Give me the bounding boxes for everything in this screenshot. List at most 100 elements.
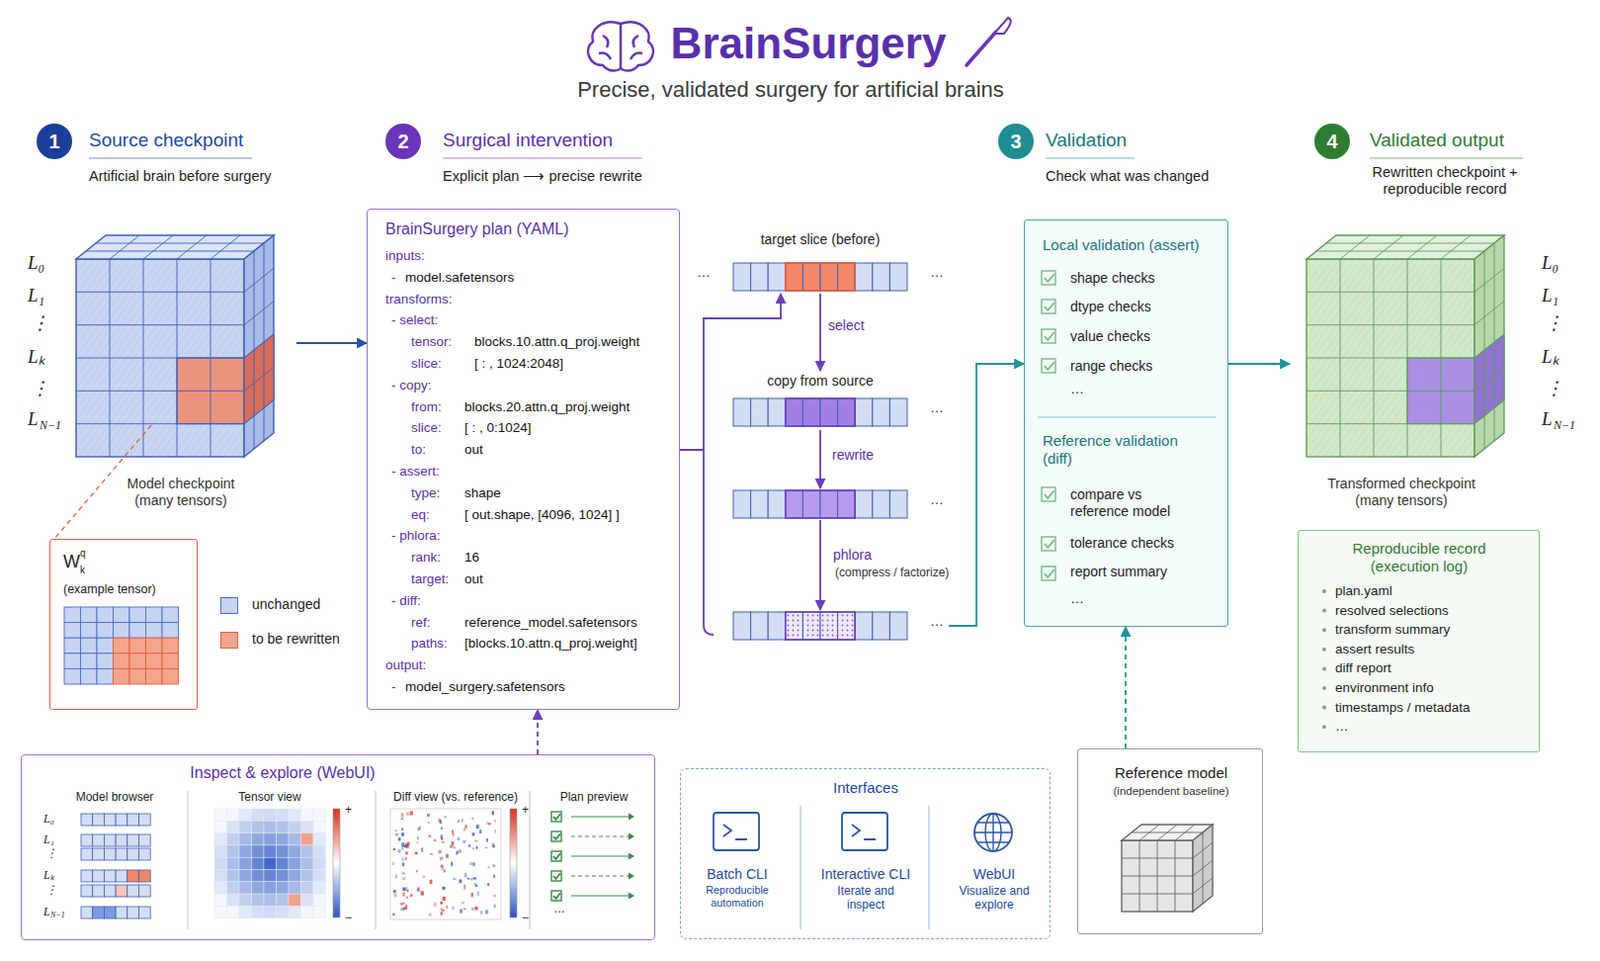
heatmap-cell [227, 905, 241, 918]
tensor-cell [129, 668, 147, 684]
heatmap-cell [227, 808, 241, 821]
tensor-cell [81, 834, 93, 846]
diff-mark [422, 875, 425, 878]
diff-mark [474, 882, 478, 885]
tensor-cell [139, 834, 152, 846]
heatmap-cell [301, 869, 315, 882]
scalpel-icon [966, 31, 997, 66]
tensor-cell [115, 834, 128, 846]
diff-mark [440, 912, 443, 916]
node-text: Model checkpoint (many tensors) [106, 475, 255, 509]
diff-mark [471, 892, 474, 897]
diff-mark [468, 843, 471, 847]
diff-mark [403, 907, 407, 911]
tensor-cell [96, 653, 114, 670]
diff-mark [416, 869, 419, 872]
heatmap-cell [227, 844, 241, 857]
label: Lₖ [43, 867, 55, 882]
node-text: - copy: [391, 377, 432, 394]
tensor-cell [113, 653, 131, 670]
node-text: Interfaces [833, 778, 899, 797]
tensor-cell [751, 611, 769, 640]
diff-mark [393, 889, 397, 893]
label: … [553, 901, 566, 916]
tensor-cell [127, 869, 140, 882]
preview-arrow [571, 815, 629, 817]
diff-mark [474, 840, 478, 843]
diff-mark [410, 893, 414, 897]
heatmap-cell [227, 820, 241, 833]
label: − [521, 910, 529, 925]
diff-mark [485, 909, 489, 914]
label: L₁ [43, 832, 55, 846]
globe-icon [974, 813, 1012, 851]
tensor-cell [820, 262, 839, 291]
diff-mark [441, 886, 445, 890]
diff-mark [488, 822, 492, 825]
header-underline [442, 157, 643, 159]
connector [819, 519, 822, 610]
tensor-cell [64, 622, 82, 639]
label: L [43, 904, 51, 919]
label: Source checkpoint [88, 129, 244, 153]
tensor-cell [785, 262, 804, 291]
heatmap-cell [214, 881, 228, 894]
node-text: … [929, 263, 944, 281]
heatmap-cell [288, 820, 302, 833]
legend-swatch [220, 596, 239, 614]
preview-arrow [571, 874, 629, 876]
slice-highlight [785, 490, 855, 518]
tensor-cell [889, 262, 908, 291]
heatmap-cell [214, 856, 228, 869]
checkbox [551, 811, 562, 822]
heatmap-cell [301, 820, 315, 833]
tensor-cell [802, 262, 821, 291]
heatmap-cell [214, 808, 228, 821]
tensor-cell [146, 653, 164, 670]
label: ⋮ [45, 882, 58, 897]
heatmap-cell [276, 893, 290, 906]
diff-mark [473, 876, 477, 879]
cube-face [76, 235, 274, 259]
node-text: [ : , 0:1024] [464, 420, 532, 436]
heatmap-cell [313, 856, 327, 869]
bracket [703, 449, 714, 635]
diff-mark [445, 853, 449, 858]
diff-mark [494, 819, 497, 823]
diff-mark [440, 827, 443, 830]
diff-mark [433, 902, 437, 908]
diff-mark [402, 871, 405, 874]
node-text: shape [464, 485, 502, 502]
preview-arrowhead [628, 833, 635, 841]
tensor-cell [785, 398, 804, 426]
heatmap-cell [252, 905, 265, 918]
header-underline [1045, 157, 1135, 159]
diff-mark [494, 829, 497, 834]
diff-mark [452, 877, 456, 880]
tensor-cell [889, 611, 908, 640]
diff-mark [426, 813, 430, 817]
diff-mark [479, 829, 482, 834]
heatmap-cell [313, 820, 327, 833]
tensor-cell [81, 606, 98, 623]
tensor-cell [115, 906, 128, 919]
tensor-cell [889, 490, 908, 518]
diff-mark [477, 890, 480, 896]
heatmap-cell [263, 808, 277, 821]
globe-icon [974, 813, 1012, 851]
checkmark [553, 813, 561, 820]
legend-text: to be rewritten [252, 630, 340, 648]
interface-item: WebUIVisualize and explore [934, 806, 1046, 933]
node-text: W [63, 551, 81, 574]
diff-mark [493, 864, 496, 867]
node-text: Iterate and inspect [819, 883, 914, 913]
tensor-cell [854, 398, 873, 426]
heatmap-cell [252, 869, 265, 882]
node-text: BrainSurgery plan (YAML) [385, 219, 570, 239]
title: BrainSurgery [671, 17, 947, 71]
label: Explicit plan ⟶ precise rewrite [442, 168, 643, 185]
heatmap-cell [313, 893, 327, 906]
diff-mark [440, 834, 443, 839]
cube-grid [76, 235, 274, 457]
